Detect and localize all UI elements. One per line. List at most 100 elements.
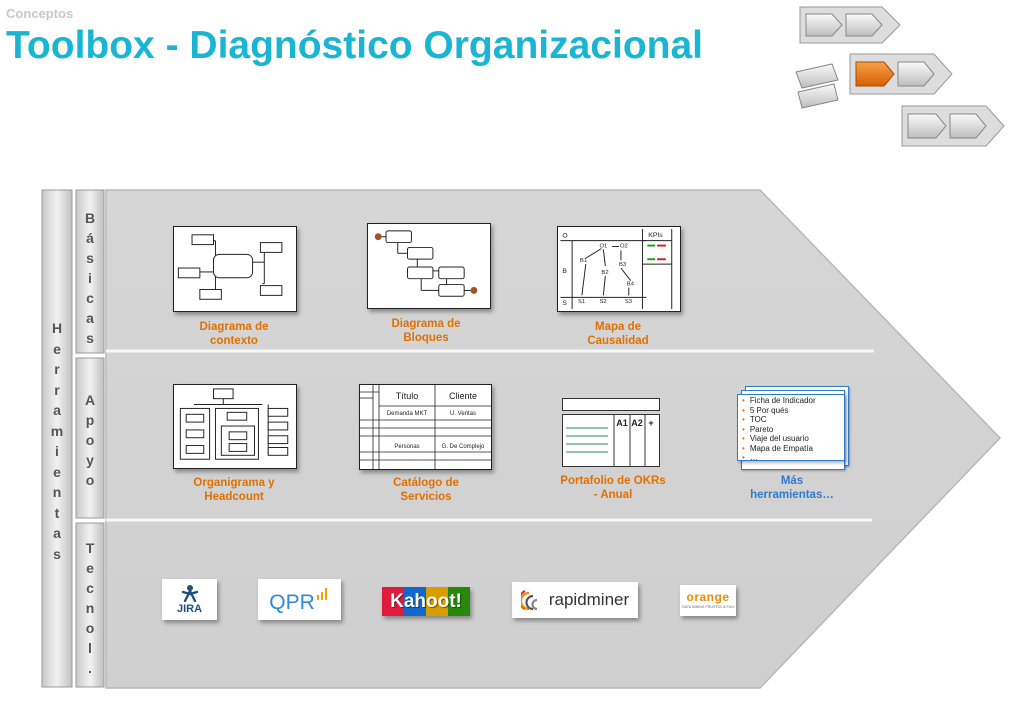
org-chart-caption[interactable]: Organigrama y Headcount [193, 477, 275, 503]
causal-map-node: S1 [578, 299, 585, 305]
bullet-icon: • [742, 434, 745, 443]
vertical-letter: t [54, 504, 60, 521]
more-tools-item-label: Viaje del usuario [749, 434, 809, 443]
okr-portfolio-thumbnail[interactable]: A1 A2 + [560, 396, 664, 472]
causal-map-row-b: B [562, 268, 567, 275]
vertical-letter: l [88, 640, 92, 656]
more-tools-item-label: Pareto [749, 424, 774, 434]
service-catalog-caption[interactable]: Catálogo de Servicios [393, 477, 459, 503]
causal-map-node: B4 [627, 282, 635, 288]
vertical-letter: n [85, 600, 95, 616]
catalog-cell: Personas [394, 444, 419, 450]
rapidminer-logo-text: rapidminer [548, 590, 630, 609]
catalog-header-client: Cliente [449, 391, 477, 401]
causal-map-node: S3 [625, 299, 632, 305]
orange-logo-tagline: DATA MINING FRUITFUL & FUN [682, 605, 734, 609]
more-tools-list[interactable]: •Ficha de Indicador•5 Por qués•TOC•Paret… [737, 394, 845, 463]
more-tools-item[interactable]: •Pareto [742, 425, 844, 435]
catalog-cell: G. De Complejo [442, 444, 485, 450]
bullet-icon: • [742, 396, 745, 405]
causal-map-node: O1 [599, 244, 607, 250]
more-tools-item-label: Mapa de Empatía [749, 443, 813, 453]
causal-map-kpis-label: KPIs [648, 232, 663, 239]
block-diagram-thumbnail[interactable] [367, 223, 491, 309]
vertical-letter: r [54, 361, 60, 377]
bullet-icon: • [742, 405, 745, 415]
vertical-letter: y [86, 452, 94, 468]
kahoot-logo[interactable]: Kahoot! [382, 587, 470, 616]
vertical-letter: o [85, 472, 95, 488]
okr-header: A2 [631, 418, 643, 428]
vertical-letter: á [86, 230, 94, 246]
rapidminer-logo[interactable]: rapidminer [512, 582, 638, 618]
basicas-bar [75, 189, 105, 354]
vertical-letter: A [84, 392, 96, 408]
orange-logo[interactable]: orange DATA MINING FRUITFUL & FUN [680, 585, 736, 616]
catalog-cell: U. Ventas [450, 411, 476, 417]
bullet-icon: • [742, 443, 745, 453]
more-tools-caption[interactable]: Más herramientas… [750, 475, 834, 501]
chevron-row-3 [901, 105, 1005, 147]
vertical-letter: s [53, 545, 61, 562]
orange-logo-text: orange [686, 590, 730, 604]
more-tools-item[interactable]: • Viaje del usuario [742, 434, 844, 444]
jira-icon [181, 585, 198, 602]
jira-logo[interactable]: JIRA [162, 579, 217, 620]
vertical-letter: c [86, 290, 94, 306]
causal-map-row-s: S [562, 300, 567, 307]
chevron-row-1 [799, 6, 901, 44]
apoyo-bar [75, 357, 105, 519]
more-tools-item[interactable]: • 5 Por qués [742, 406, 844, 416]
okr-portfolio-caption[interactable]: Portafolio de OKRs - Anual [560, 475, 666, 501]
vertical-letter: p [85, 412, 95, 428]
qpr-logo-text: QPR [269, 590, 315, 614]
vertical-letter: a [53, 402, 61, 418]
more-tools-item[interactable]: • Mapa de Empatía [742, 444, 844, 454]
rapidminer-icon [520, 590, 538, 611]
page-title: Toolbox - Diagnóstico Organizacional [6, 24, 703, 67]
causal-map-node: S2 [599, 299, 606, 305]
toolbox-arrow [105, 189, 1002, 689]
vertical-letter: s [86, 330, 94, 346]
causal-map-thumbnail[interactable]: KPIs O B S O1 O2 B1 B2 B3 B4 S1 S2 S3 [557, 226, 681, 312]
more-tools-item-label: 5 Por qués [749, 405, 789, 415]
herramientas-bar [41, 189, 73, 688]
more-tools-item[interactable]: • Ficha de Indicador [742, 396, 844, 406]
more-tools-item[interactable]: •… [742, 453, 844, 463]
vertical-letter: B [84, 210, 96, 226]
causal-map-node: B1 [580, 258, 587, 264]
vertical-letter: H [51, 320, 63, 336]
causal-map-node: B2 [601, 270, 608, 276]
vertical-letter: i [55, 443, 59, 459]
more-tools-item[interactable]: •TOC [742, 415, 844, 425]
service-catalog-thumbnail[interactable]: Título Cliente Demanda MKT U. Ventas Per… [359, 384, 492, 470]
bullet-icon: • [742, 453, 745, 462]
vertical-letter: r [54, 381, 60, 398]
vertical-letter: o [85, 620, 95, 636]
more-tools-item-label: … [749, 453, 758, 462]
context-diagram-thumbnail[interactable] [173, 226, 297, 312]
vertical-letter: c [86, 580, 94, 596]
qpr-logo[interactable]: QPR [258, 579, 341, 620]
qpr-icon [316, 587, 327, 600]
context-diagram-caption[interactable]: Diagrama de contexto [199, 321, 269, 347]
process-arrows-graphic [795, 6, 1005, 147]
block-diagram-caption[interactable]: Diagrama de Bloques [391, 318, 461, 344]
vertical-letter: n [52, 484, 62, 500]
causal-map-node: B3 [619, 262, 626, 268]
causal-map-caption[interactable]: Mapa de Causalidad [587, 321, 649, 347]
catalog-cell: Demanda MKT [387, 411, 428, 417]
causal-map-node: O2 [620, 244, 628, 250]
org-chart-thumbnail[interactable] [173, 384, 297, 469]
bullet-icon: • [742, 415, 745, 424]
kahoot-logo-text: Kahoot! [390, 590, 462, 612]
more-tools-item-label: Ficha de Indicador [749, 396, 816, 405]
vertical-letter: m [50, 422, 64, 439]
vertical-letter: i [88, 270, 92, 286]
vertical-letter: e [86, 560, 94, 576]
okr-header: + [648, 418, 653, 428]
